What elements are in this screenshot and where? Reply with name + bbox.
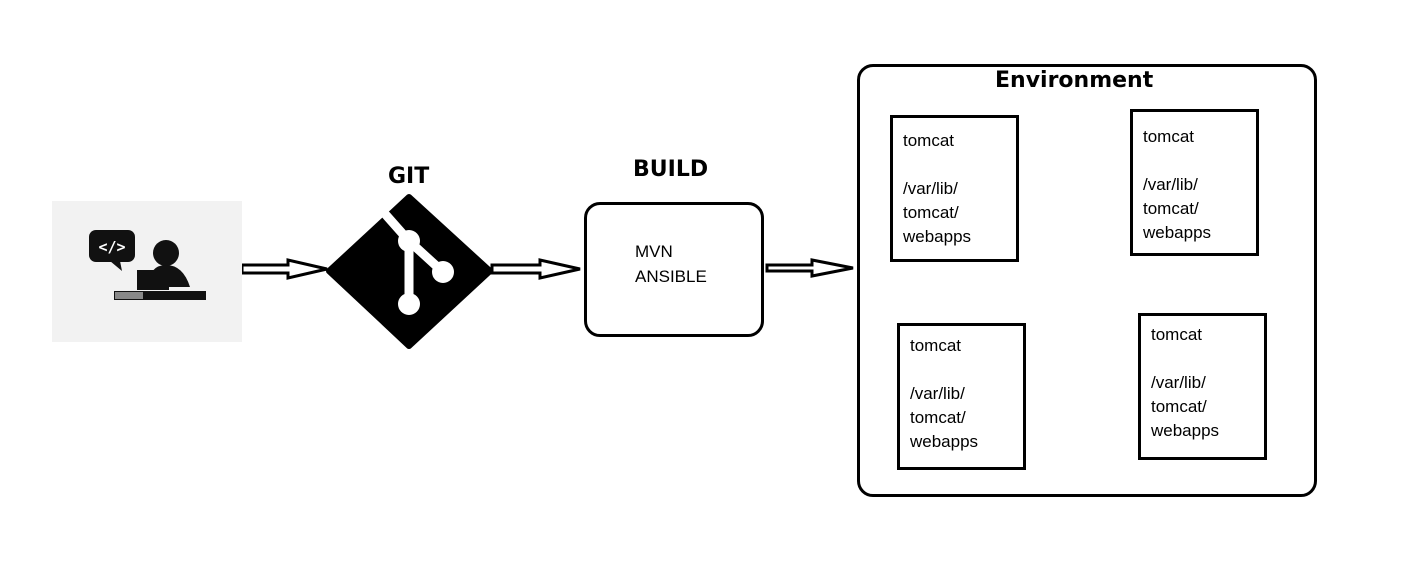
build-box: MVN ANSIBLE — [584, 202, 764, 337]
build-line-ansible: ANSIBLE — [635, 267, 707, 286]
tomcat-server-2: tomcat /var/lib/ tomcat/ webapps — [1130, 109, 1259, 256]
tomcat-server-1: tomcat /var/lib/ tomcat/ webapps — [890, 115, 1019, 262]
environment-box — [857, 64, 1317, 497]
server-path-2: tomcat/ — [1151, 397, 1207, 416]
arrow-build-to-env — [765, 258, 854, 278]
server-name: tomcat — [903, 131, 955, 150]
server-path-3: webapps — [1151, 421, 1220, 440]
tomcat-server-4: tomcat /var/lib/ tomcat/ webapps — [1138, 313, 1267, 460]
server-path-1: /var/lib/ — [1151, 373, 1206, 392]
arrow-git-to-build — [490, 258, 581, 280]
server-name: tomcat — [910, 336, 962, 355]
server-path-3: webapps — [910, 432, 979, 451]
build-heading: BUILD — [633, 157, 709, 182]
tomcat-server-3: tomcat /var/lib/ tomcat/ webapps — [897, 323, 1026, 470]
developer-laptop-icon: </> — [89, 230, 206, 300]
server-path-1: /var/lib/ — [903, 179, 958, 198]
server-name: tomcat — [1143, 127, 1195, 146]
server-path-2: tomcat/ — [1143, 199, 1199, 218]
server-path-3: webapps — [1143, 223, 1212, 242]
server-path-1: /var/lib/ — [1143, 175, 1198, 194]
server-path-2: tomcat/ — [910, 408, 966, 427]
build-line-mvn: MVN — [635, 242, 673, 261]
developer-panel: </> — [52, 201, 242, 342]
environment-heading: Environment — [995, 68, 1154, 93]
server-path-2: tomcat/ — [903, 203, 959, 222]
arrow-dev-to-git — [240, 258, 328, 280]
code-glyph: </> — [98, 238, 125, 256]
server-path-1: /var/lib/ — [910, 384, 965, 403]
server-name: tomcat — [1151, 325, 1203, 344]
git-heading: GIT — [388, 164, 430, 189]
server-path-3: webapps — [903, 227, 972, 246]
